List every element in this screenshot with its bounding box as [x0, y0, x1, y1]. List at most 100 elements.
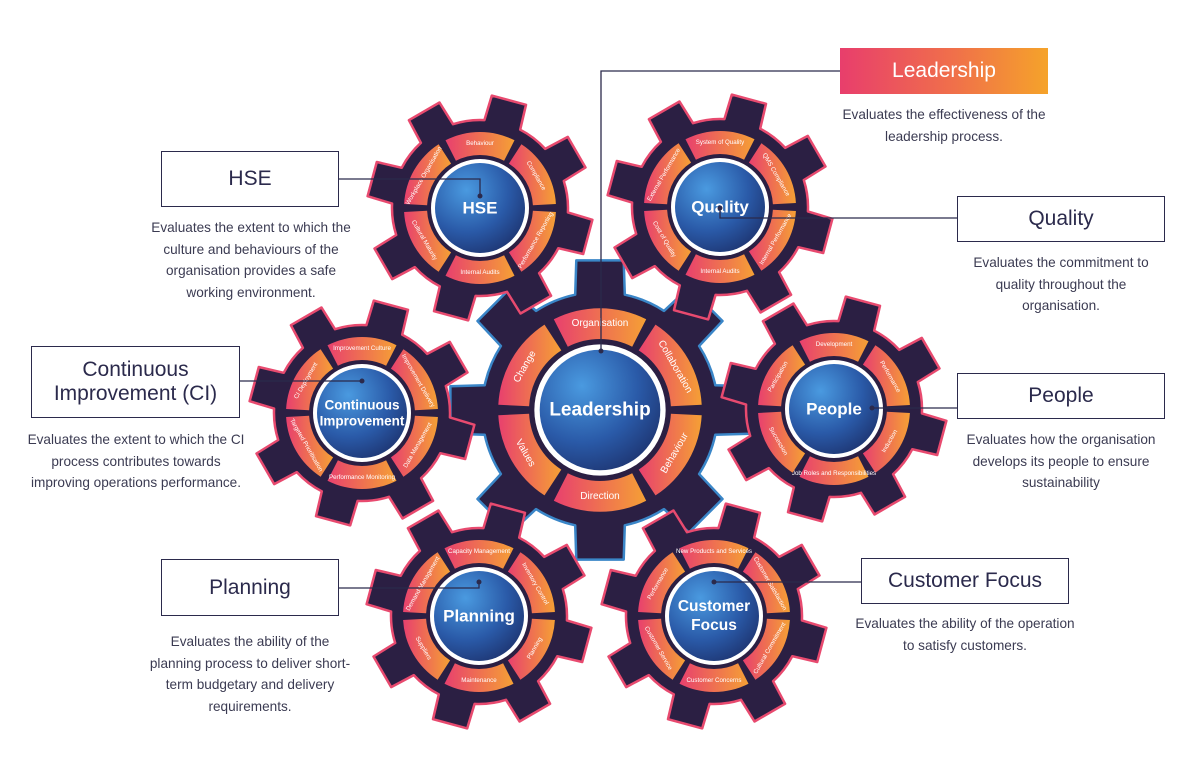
leadership-connector — [600, 70, 840, 351]
gear-leadership-segment — [553, 473, 647, 512]
gear-quality-segment — [748, 143, 796, 205]
gear-hse-segment — [445, 255, 515, 284]
gear-customer-segment — [638, 618, 686, 680]
gear-planning-segment-label: Maintenance — [461, 677, 497, 684]
gear-customer-title: Focus — [691, 617, 737, 634]
planning-label: Planning — [161, 559, 339, 616]
gear-hse-segment — [404, 144, 452, 206]
quality-connector — [719, 208, 957, 219]
planning-description: Evaluates the ability of the planning pr… — [149, 634, 351, 714]
gear-hub-leadership — [539, 349, 661, 471]
gear-planning-segment — [444, 540, 514, 569]
gear-customer-segment — [638, 552, 686, 614]
gear-customer-segment — [679, 540, 749, 569]
gear-ci-segment-label: Improvement Culture — [333, 345, 391, 352]
gear-hub-customer — [669, 571, 759, 661]
customer-focus-description: Evaluates the ability of the operation t… — [855, 616, 1075, 653]
gear-hse-segment-label: Behaviour — [466, 140, 494, 147]
gear-ci-segment — [286, 349, 334, 411]
gear-hub-ci — [317, 368, 407, 458]
gear-leadership-segment — [498, 324, 562, 407]
quality-label: Quality — [957, 196, 1165, 242]
gear-people-segment-label: Development — [816, 341, 853, 348]
quality-description: Evaluates the commitment to quality thro… — [973, 255, 1149, 313]
gear-planning-title: Planning — [443, 607, 515, 626]
connector-lines — [240, 70, 957, 589]
gear-quality-segment-label: Internal Audits — [700, 268, 739, 275]
gear-leadership-segment — [553, 308, 647, 347]
gear-ci-segment — [390, 349, 438, 411]
gear-people-segment — [799, 333, 869, 362]
gear-leadership-segment — [638, 324, 702, 407]
gear-ci-segment-label: Performance Monitoring — [329, 474, 396, 481]
gear-quality-segment — [644, 143, 692, 205]
gear-hse-segment — [508, 144, 556, 206]
gear-planning-segment — [403, 618, 451, 680]
gear-planning-segment — [444, 663, 514, 692]
ci-label: Continuous Improvement (CI) — [31, 346, 240, 418]
customer-focus-label: Customer Focus — [861, 558, 1069, 604]
leadership-label-text: Leadership — [892, 59, 996, 82]
hse-label: HSE — [161, 151, 339, 207]
gear-hub-planning — [434, 571, 524, 661]
gear-customer-segment-label: Customer Concerns — [686, 677, 741, 684]
gear-people-title: People — [806, 400, 862, 419]
gear-planning-segment — [507, 552, 555, 614]
connector-dot — [711, 579, 717, 585]
gear-hse-segment — [445, 132, 515, 161]
gear-ci-title: Improvement — [320, 414, 405, 429]
gear-hse-title: HSE — [463, 199, 498, 218]
ci-description: Evaluates the extent to which the CI pro… — [27, 432, 245, 490]
gear-leadership-title: Leadership — [549, 400, 650, 421]
gear-ci-segment — [327, 337, 397, 366]
gear-quality-segment — [748, 209, 796, 271]
gear-hse-segment-label: Internal Audits — [460, 269, 499, 276]
leadership-description: Evaluates the effectiveness of the leade… — [842, 107, 1046, 144]
people-description: Evaluates how the organisation develops … — [966, 432, 1156, 490]
gear-customer-segment — [742, 618, 790, 680]
gear-people-segment — [758, 411, 806, 473]
gear-customer-title: Customer — [678, 598, 750, 615]
connector-dot — [598, 348, 604, 354]
gear-customer-segment-label: New Products and Services — [676, 548, 752, 555]
connector-dot — [476, 579, 482, 585]
gear-hse-segment — [404, 210, 452, 272]
gear-people-segment — [758, 345, 806, 407]
hse-description: Evaluates the extent to which the cultur… — [151, 220, 351, 300]
gear-leadership-segment-label: Organisation — [572, 318, 629, 329]
gear-quality-segment — [644, 209, 692, 271]
leadership-label: Leadership — [840, 48, 1048, 94]
gear-people-segment — [862, 411, 910, 473]
gear-quality-segment — [685, 254, 755, 283]
connector-dot — [717, 205, 723, 211]
gear-planning-segment — [403, 552, 451, 614]
gear-customer-segment — [679, 663, 749, 692]
connector-dot — [477, 193, 483, 199]
gear-leadership: OrganisationCollaborationBehaviourDirect… — [449, 259, 751, 561]
gear-planning-segment-label: Capacity Management — [448, 548, 510, 555]
gear-ci-title: Continuous — [325, 397, 400, 412]
hse-connector — [339, 178, 481, 196]
connector-dot — [359, 378, 365, 384]
gear-quality-segment — [685, 131, 755, 160]
gear-quality-segment-label: System of Quality — [696, 139, 745, 146]
people-label: People — [957, 373, 1165, 419]
gear-hub-hse — [435, 163, 525, 253]
connector-dot — [869, 405, 875, 411]
gear-leadership-segment-label: Direction — [580, 491, 619, 502]
gear-hub-people — [789, 364, 879, 454]
gear-leadership-segment — [638, 413, 702, 496]
gear-ci-segment — [390, 415, 438, 477]
gear-people-segment — [862, 345, 910, 407]
gear-people-segment — [799, 456, 869, 485]
gear-planning-segment — [507, 618, 555, 680]
gear-ci-segment — [327, 460, 397, 489]
gear-ci-segment — [286, 415, 334, 477]
gear-people-segment-label: Job Roles and Responsibilities — [792, 470, 876, 477]
